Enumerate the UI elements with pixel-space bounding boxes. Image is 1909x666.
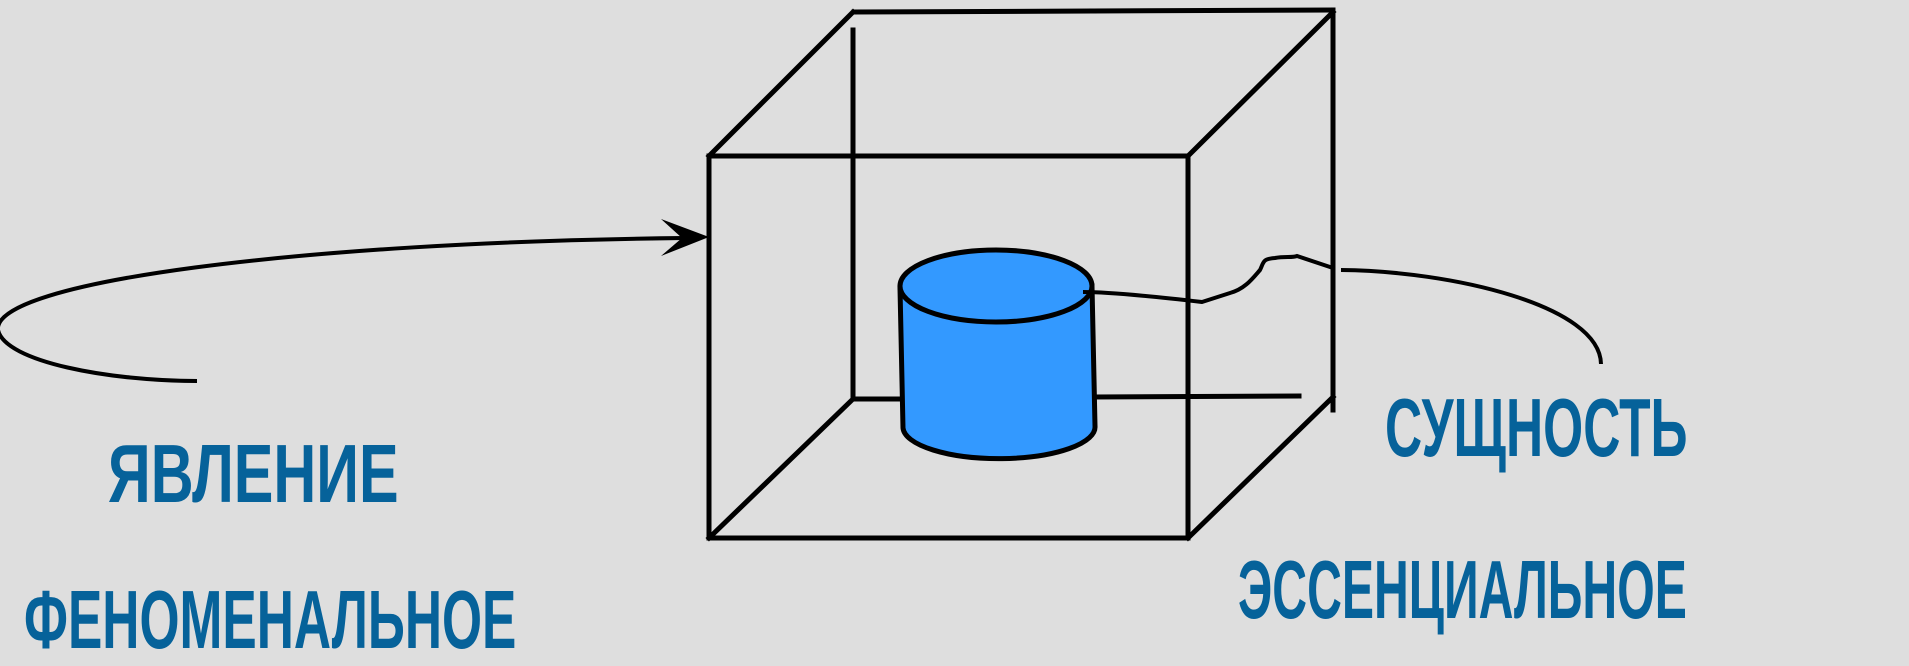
cylinder — [897, 247, 1098, 462]
essence-curve — [1340, 268, 1603, 365]
phenomenon-label: ЯВЛЕНИЕ — [108, 427, 399, 520]
cube-front-face — [706, 153, 1191, 541]
cylinder-top — [897, 247, 1095, 325]
cube-back-bottom-edge-right — [1091, 393, 1302, 400]
arrowhead — [661, 219, 709, 256]
cube-top-left-diagonal — [705, 8, 857, 160]
cube-bottom-left-diagonal — [705, 395, 857, 542]
cube-bottom-right-diagonal — [1184, 393, 1337, 542]
essence-label: СУЩНОСТЬ — [1385, 381, 1688, 474]
essential-label: ЭССЕНЦИАЛЬНОЕ — [1238, 543, 1687, 636]
cylinder-body — [897, 283, 1098, 462]
phenomenal-label: ФЕНОМЕНАЛЬНОЕ — [24, 573, 517, 666]
cube-back-top-edge — [851, 7, 1336, 15]
phenomenon-curve — [0, 236, 686, 383]
cube-top-right-diagonal — [1184, 8, 1337, 160]
essence-wire — [1082, 253, 1334, 305]
